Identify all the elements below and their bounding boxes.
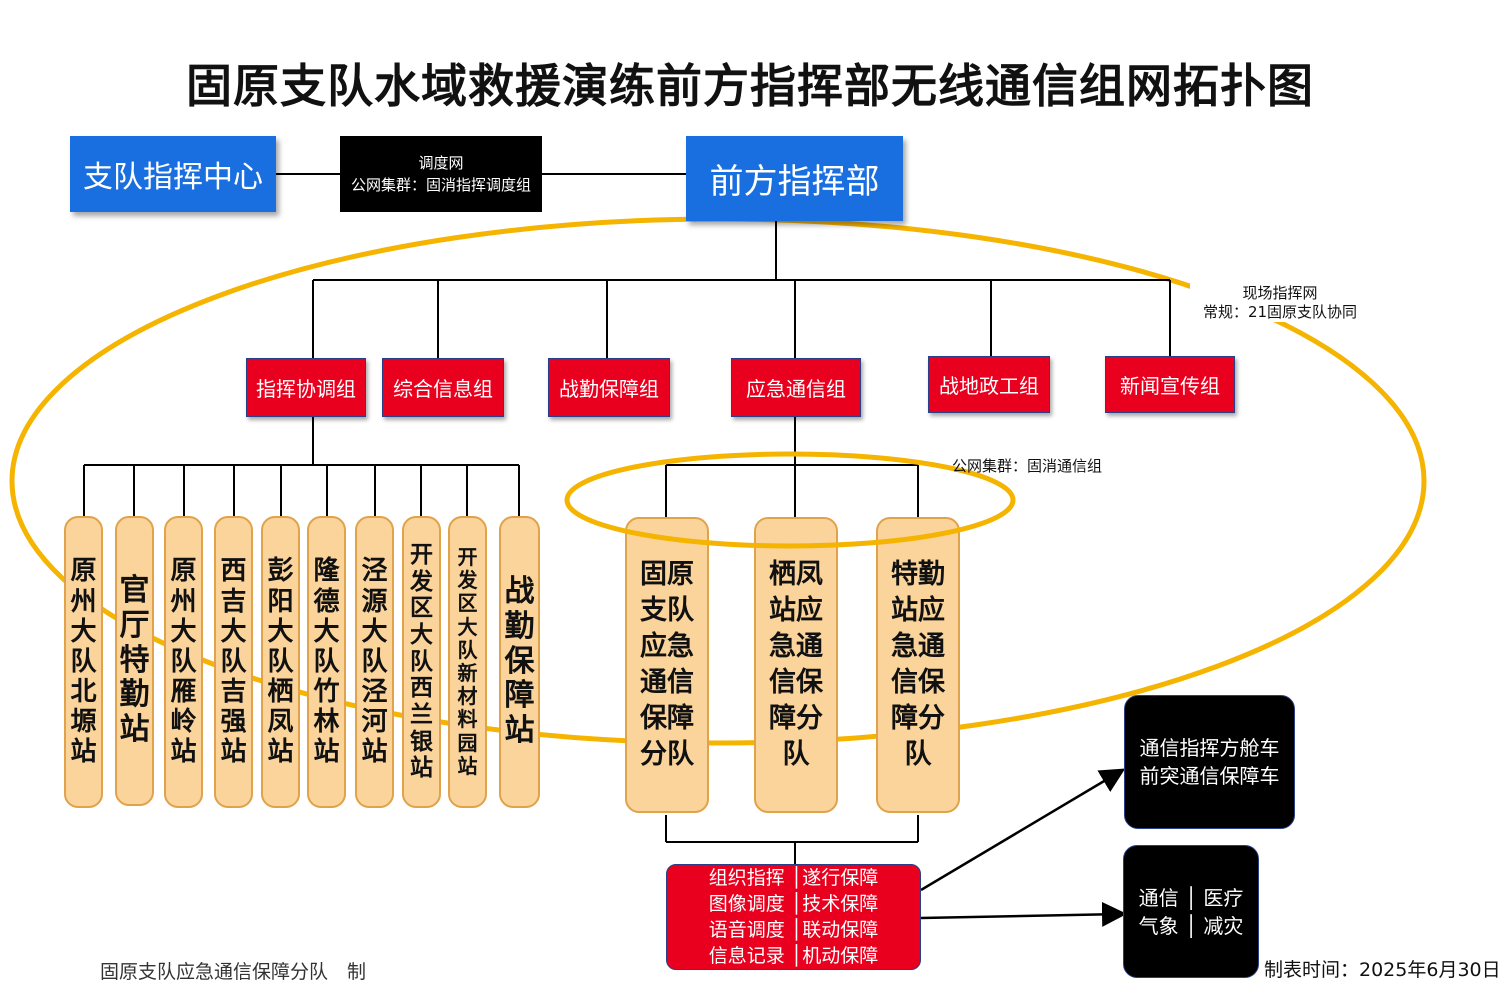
page-title: 固原支队水域救援演练前方指挥部无线通信组网拓扑图 — [186, 59, 1314, 113]
group-box: 战勤保障组 — [548, 358, 670, 417]
function-row: 图像调度 │技术保障 — [708, 893, 879, 915]
station-pill: 泾源大队泾河站 — [355, 516, 394, 808]
function-row: 语音调度 │联动保障 — [708, 919, 879, 941]
site-net-line2: 常规：21固原支队协同 — [1202, 303, 1358, 321]
functions-box: 组织指挥 │遂行保障 图像调度 │技术保障 语音调度 │联动保障 信息记录 │机… — [666, 864, 921, 970]
group-box: 战地政工组 — [928, 356, 1050, 413]
dispatch-net-line2: 公网集群：固消指挥调度组 — [350, 176, 531, 194]
hq-front-box: 前方指挥部 — [686, 136, 903, 221]
service-row: 气象 │ 减灾 — [1138, 913, 1244, 938]
footer-date: 制表时间：2025年6月30日 — [1264, 959, 1500, 981]
site-net-label: 现场指挥网 常规：21固原支队协同 — [1190, 284, 1370, 322]
service-row: 通信 │ 医疗 — [1138, 885, 1244, 910]
group-box: 综合信息组 — [382, 358, 504, 417]
station-pill: 隆德大队竹林站 — [307, 516, 346, 808]
station-pill: 开发区大队新材料园站 — [448, 516, 487, 808]
site-net-line1: 现场指挥网 — [1242, 284, 1318, 302]
comm-team-pill: 特勤站应急通信保障分队 — [876, 517, 960, 813]
comm-team-pill: 栖凤站应急通信保障分队 — [754, 517, 838, 813]
hq-left-box: 支队指挥中心 — [70, 136, 276, 212]
station-pill: 战勤保障站 — [499, 516, 540, 808]
vehicle-item: 前突通信保障车 — [1139, 764, 1280, 788]
dispatch-net-box: 调度网 公网集群：固消指挥调度组 — [340, 136, 542, 212]
group-box: 应急通信组 — [731, 358, 861, 417]
vehicle-item: 通信指挥方舱车 — [1139, 736, 1280, 760]
station-pill: 官厅特勤站 — [115, 516, 154, 806]
footer-maker: 固原支队应急通信保障分队 制 — [100, 961, 367, 983]
group-box: 新闻宣传组 — [1105, 356, 1235, 413]
arrow-to-services — [920, 901, 1127, 927]
dispatch-net-line1: 调度网 — [418, 154, 464, 172]
vehicles-box: 通信指挥方舱车 前突通信保障车 — [1124, 695, 1295, 829]
function-row: 组织指挥 │遂行保障 — [708, 867, 879, 889]
comm-team-pill: 固原支队应急通信保障分队 — [625, 517, 709, 813]
station-pill: 原州大队北塬站 — [64, 516, 103, 808]
station-pill: 彭阳大队栖凤站 — [261, 516, 300, 808]
arrow-to-vehicles — [920, 768, 1126, 892]
station-pill: 开发区大队西兰银站 — [402, 516, 441, 808]
station-pill: 原州大队雁岭站 — [164, 516, 203, 808]
services-box: 通信 │ 医疗 气象 │ 减灾 — [1123, 845, 1259, 978]
station-pill: 西吉大队吉强站 — [214, 516, 253, 808]
comm-net-label: 公网集群：固消通信组 — [952, 457, 1103, 475]
group-box: 指挥协调组 — [246, 358, 366, 417]
function-row: 信息记录 │机动保障 — [708, 945, 879, 967]
